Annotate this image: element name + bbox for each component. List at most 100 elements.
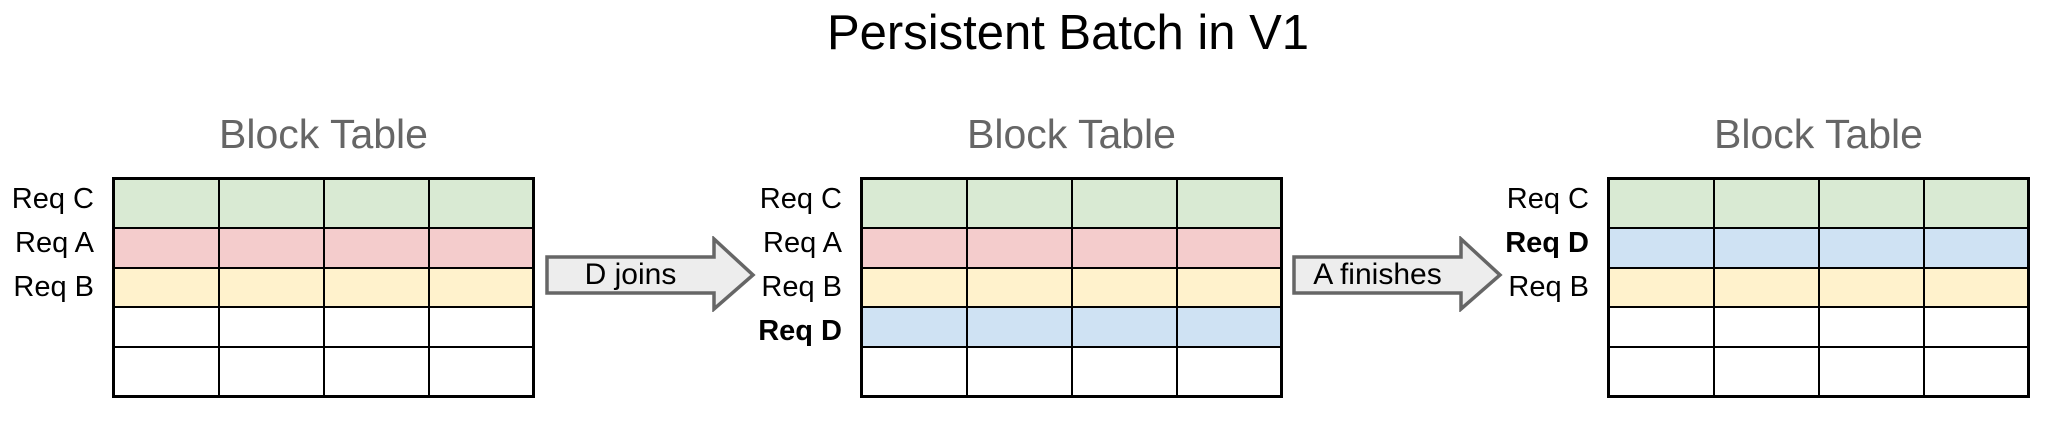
block-table-2-title: Block Table bbox=[967, 111, 1176, 157]
table-cell bbox=[217, 306, 325, 348]
table-cell bbox=[860, 177, 968, 230]
table-cell bbox=[427, 266, 535, 309]
table-cell bbox=[1607, 266, 1715, 309]
block-table-3-title: Block Table bbox=[1714, 111, 1923, 157]
table-cell bbox=[217, 177, 325, 230]
table-cell bbox=[1817, 266, 1925, 309]
table-cell bbox=[1712, 306, 1820, 348]
row-label-req-a: Req A bbox=[15, 227, 94, 259]
page-title: Persistent Batch in V1 bbox=[826, 6, 1310, 60]
row-label-req-d: Req D bbox=[1505, 227, 1589, 259]
table-cell bbox=[427, 306, 535, 348]
block-table-group-1: Block Table Req C Req A Req B bbox=[12, 0, 535, 421]
row-label-req-b: Req B bbox=[1508, 271, 1589, 303]
block-table-group-3: Block Table Req C Req D Req B bbox=[1505, 0, 2030, 421]
row-label-req-b: Req B bbox=[13, 271, 94, 303]
table-cell bbox=[1175, 345, 1283, 398]
arrow-shape bbox=[1292, 235, 1503, 313]
row-label-req-a: Req A bbox=[763, 227, 842, 259]
table-cell bbox=[1922, 266, 2030, 309]
table-cell bbox=[965, 266, 1073, 309]
table-cell bbox=[860, 227, 968, 269]
table-cell bbox=[1607, 227, 1715, 269]
table-cell bbox=[427, 227, 535, 269]
d-joins-arrow bbox=[544, 235, 756, 313]
table-row bbox=[1607, 266, 2030, 309]
table-row bbox=[112, 345, 535, 398]
table-row bbox=[112, 266, 535, 309]
table-cell bbox=[1070, 227, 1178, 269]
right-arrow-icon bbox=[545, 235, 756, 313]
table-cell bbox=[1175, 177, 1283, 230]
row-label-req-b: Req B bbox=[761, 271, 842, 303]
table-row bbox=[1607, 227, 2030, 269]
table-cell bbox=[965, 177, 1073, 230]
table-cell bbox=[1922, 306, 2030, 348]
table-cell bbox=[1070, 345, 1178, 398]
table-cell bbox=[1712, 177, 1820, 230]
table-row bbox=[860, 266, 1283, 309]
table-cell bbox=[1817, 306, 1925, 348]
table-cell bbox=[1712, 266, 1820, 309]
table-cell bbox=[217, 227, 325, 269]
table-cell bbox=[965, 227, 1073, 269]
table-row bbox=[1607, 177, 2030, 230]
table-cell bbox=[322, 266, 430, 309]
table-cell bbox=[965, 345, 1073, 398]
table-cell bbox=[1922, 177, 2030, 230]
a-finishes-arrow-label: A finishes bbox=[1313, 258, 1442, 291]
block-table-group-2: Block Table Req C Req A Req B Req D bbox=[758, 0, 1283, 421]
table-cell bbox=[1607, 345, 1715, 398]
table-cell bbox=[1817, 345, 1925, 398]
table-row bbox=[1607, 306, 2030, 348]
table-cell bbox=[1070, 306, 1178, 348]
table-row bbox=[860, 227, 1283, 269]
table-cell bbox=[112, 177, 220, 230]
row-label-req-d: Req D bbox=[758, 315, 842, 347]
table-cell bbox=[1712, 227, 1820, 269]
table-cell bbox=[322, 345, 430, 398]
row-label-req-c: Req C bbox=[11, 183, 94, 215]
block-table-1-title: Block Table bbox=[219, 111, 428, 157]
table-cell bbox=[1817, 177, 1925, 230]
d-joins-arrow-label: D joins bbox=[584, 258, 677, 291]
table-cell bbox=[1175, 227, 1283, 269]
table-cell bbox=[1817, 227, 1925, 269]
table-cell bbox=[965, 306, 1073, 348]
table-row bbox=[112, 177, 535, 230]
table-row bbox=[112, 227, 535, 269]
table-cell bbox=[860, 306, 968, 348]
table-cell bbox=[112, 306, 220, 348]
row-label-req-c: Req C bbox=[759, 183, 842, 215]
table-cell bbox=[322, 177, 430, 230]
table-cell bbox=[112, 345, 220, 398]
right-arrow-icon bbox=[1292, 235, 1503, 313]
table-cell bbox=[1607, 177, 1715, 230]
arrow-shape bbox=[545, 235, 756, 313]
table-row bbox=[1607, 345, 2030, 398]
table-cell bbox=[1175, 266, 1283, 309]
table-cell bbox=[217, 345, 325, 398]
a-finishes-arrow bbox=[1291, 235, 1503, 313]
table-cell bbox=[322, 306, 430, 348]
table-cell bbox=[427, 345, 535, 398]
table-cell bbox=[217, 266, 325, 309]
table-row bbox=[860, 345, 1283, 398]
table-cell bbox=[1922, 227, 2030, 269]
table-cell bbox=[112, 227, 220, 269]
table-cell bbox=[1922, 345, 2030, 398]
block-table-1 bbox=[112, 177, 535, 398]
table-cell bbox=[1712, 345, 1820, 398]
table-cell bbox=[860, 345, 968, 398]
table-cell bbox=[1175, 306, 1283, 348]
table-cell bbox=[427, 177, 535, 230]
table-cell bbox=[1607, 306, 1715, 348]
row-label-req-c: Req C bbox=[1506, 183, 1589, 215]
table-row bbox=[112, 306, 535, 348]
table-cell bbox=[112, 266, 220, 309]
table-row bbox=[860, 177, 1283, 230]
table-cell bbox=[1070, 266, 1178, 309]
table-cell bbox=[322, 227, 430, 269]
block-table-2 bbox=[860, 177, 1283, 398]
table-cell bbox=[1070, 177, 1178, 230]
